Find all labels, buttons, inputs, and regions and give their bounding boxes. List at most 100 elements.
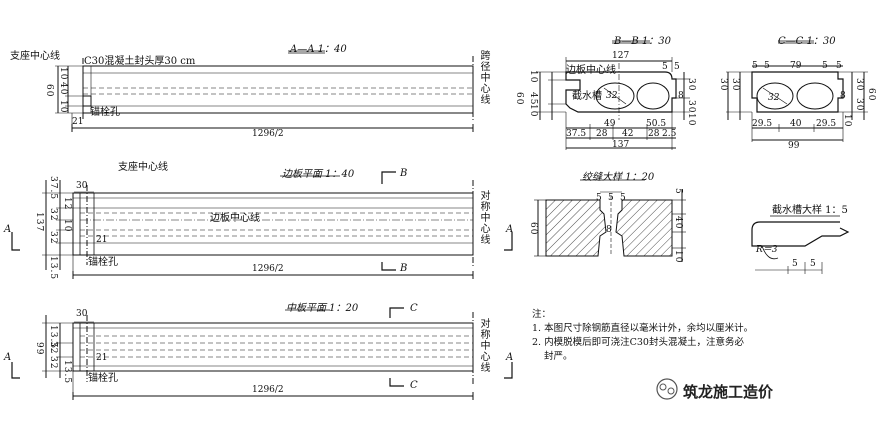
edge-cut-mark-right: A [506, 224, 514, 235]
cc-title: C—C 1：30 [778, 36, 836, 47]
groove-detail [751, 215, 850, 274]
joint-dim-60: 60 [528, 222, 538, 236]
watermark-text: 筑龙施工造价 [683, 383, 774, 401]
cc-dim-30d: 30 [854, 98, 864, 112]
joint-dim-5c: 5 [620, 193, 626, 203]
edge-sym-line-label: 对称中心线 [478, 190, 489, 245]
aa-dim-60: 60 [44, 84, 54, 98]
joint-dim-5d: 5 [673, 188, 683, 195]
joint-title: 绞缝大样 1：20 [582, 172, 655, 183]
bb-groove-label: 截水槽 [572, 91, 602, 102]
edge-anchor-hole-label: 锚栓孔 [88, 257, 118, 268]
bb-dim-42: 42 [622, 129, 634, 139]
edge-dim-32a: 32 [48, 208, 58, 222]
bb-dim-28: 28 [596, 129, 608, 139]
mid-dim-32a: 32 [48, 341, 58, 355]
cc-dim-30b: 30 [730, 78, 740, 92]
aa-dim-10b: 10 [58, 100, 68, 114]
edge-dim-total: 1296/2 [252, 264, 284, 274]
aa-anchor-hole-label: 锚栓孔 [90, 107, 120, 118]
groove-radius: R＝3 [756, 245, 778, 255]
wechat-logo-icon [656, 378, 678, 400]
bb-dim-37-5: 37.5 [566, 129, 587, 139]
aa-dim-40: 40 [58, 82, 68, 96]
cc-section [726, 40, 868, 142]
joint-dim-10: 10 [673, 250, 683, 264]
cc-dim-29-5b: 29.5 [816, 119, 837, 129]
bb-dim-30a: 30 [686, 78, 696, 92]
notes-block: 注： 1. 本图尺寸除钢筋直径以毫米计外，余均以厘米计。 2. 内模脱模后即可浇… [532, 308, 753, 364]
mid-dim-total: 1296/2 [252, 385, 284, 395]
mid-dim-13-5b: 13.5 [62, 360, 72, 385]
cc-dim-40: 40 [790, 119, 802, 129]
aa-span-line-label: 跨径中心线 [478, 50, 489, 105]
notes-heading: 注： [532, 309, 552, 320]
edge-dim-32b: 32 [48, 231, 58, 245]
aa-dim-total: 1296/2 [252, 129, 284, 139]
joint-dim-5b: 5 [608, 193, 614, 203]
cc-dim-29-5a: 29.5 [752, 119, 773, 129]
bb-title: B—B 1：30 [614, 36, 671, 47]
edge-dim-13-5: 13.5 [48, 256, 58, 281]
cc-dim-30c: 30 [854, 78, 864, 92]
note-item-1: 1. 本图尺寸除钢筋直径以毫米计外，余均以厘米计。 [532, 323, 754, 334]
joint-dim-5a: 5 [596, 193, 602, 203]
bb-dim-5a: 5 [662, 62, 668, 72]
joint-dim-8: 8 [606, 225, 612, 235]
edge-section-mark-bottom: B [400, 263, 408, 274]
joint-dim-40: 40 [673, 216, 683, 230]
mid-dim-32b: 32 [48, 356, 58, 370]
aa-dim-10: 10 [58, 67, 68, 81]
edge-dim-10: 10 [62, 219, 72, 233]
bb-dim-50-5: 50.5 [646, 119, 667, 129]
cc-dim-top: 79 [790, 61, 802, 71]
bb-dim-10: 10 [528, 70, 538, 84]
joint-detail [534, 179, 686, 262]
edge-cut-mark-left: A [4, 224, 12, 235]
bb-dim-28b: 28 [648, 129, 660, 139]
edge-dim-37-5: 37.5 [48, 176, 58, 201]
mid-sym-line-label: 对称中心线 [478, 318, 489, 373]
groove-dim-5a: 5 [792, 259, 798, 269]
bb-dim-8: 8 [678, 91, 684, 101]
mid-anchor-hole-label: 锚栓孔 [88, 373, 118, 384]
bb-dim-60: 60 [514, 92, 524, 106]
mid-dim-99: 99 [34, 342, 44, 356]
mid-dim-30: 30 [76, 309, 88, 319]
mid-cut-mark-left: A [4, 352, 12, 363]
bb-section [536, 40, 690, 150]
note-item-2: 2. 内模脱模后即可浇注C30封头混凝土，注意务必 [532, 337, 744, 348]
cc-dim-5d: 5 [836, 61, 842, 71]
bb-center-line-label: 边板中心线 [566, 65, 616, 76]
bb-hole-dia: 32 [606, 91, 618, 101]
mid-plan [11, 307, 513, 400]
cc-dim-bottom: 99 [788, 141, 800, 151]
aa-dim-21: 21 [72, 117, 84, 127]
edge-support-line-label: 支座中心线 [118, 162, 168, 173]
edge-center-line-label: 边板中心线 [210, 213, 260, 224]
cc-dim-10: 10 [842, 114, 852, 128]
edge-dim-137: 137 [34, 212, 44, 233]
edge-dim-30: 30 [76, 181, 88, 191]
aa-seal-note: C30混凝土封头厚30 cm [84, 56, 196, 67]
cc-dim-5a: 5 [752, 61, 758, 71]
aa-title: A—A 1：40 [290, 44, 347, 55]
edge-dim-21: 21 [96, 235, 108, 245]
edge-dim-12: 12 [62, 197, 72, 211]
edge-plan [11, 171, 513, 279]
aa-elevation [55, 50, 474, 132]
groove-title: 截水槽大样 1：5 [772, 205, 848, 216]
groove-dim-5b: 5 [810, 259, 816, 269]
mid-title: 中板平面 1：20 [286, 303, 359, 314]
bb-dim-45: 45 [528, 92, 538, 106]
bb-dim-bottom: 137 [612, 140, 630, 150]
note-item-2-cont: 封严。 [544, 351, 573, 362]
bb-dim-top: 127 [612, 51, 630, 61]
mid-dim-13-5a: 13.5 [48, 325, 58, 350]
cc-dim-60: 60 [866, 88, 876, 102]
cc-dim-5c: 5 [822, 61, 828, 71]
mid-cut-mark-right: A [506, 352, 514, 363]
cc-dim-30a: 30 [718, 78, 728, 92]
bb-dim-5b: 5 [674, 62, 680, 72]
